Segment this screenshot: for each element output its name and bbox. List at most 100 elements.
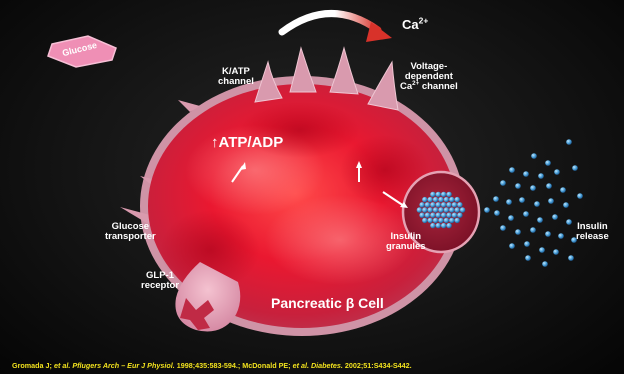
insulin-granule bbox=[545, 231, 551, 237]
insulin-granule bbox=[457, 202, 462, 207]
insulin-granule bbox=[422, 218, 427, 223]
insulin-granule bbox=[530, 185, 536, 191]
insulin-granule bbox=[484, 207, 490, 213]
insulin-release-cluster bbox=[484, 139, 583, 267]
citation: Gromada J; et al. Pflugers Arch – Eur J … bbox=[12, 361, 412, 370]
insulin-granule bbox=[545, 160, 551, 166]
insulin-granule bbox=[572, 165, 578, 171]
insulin-granule bbox=[449, 207, 454, 212]
insulin-granule bbox=[457, 213, 462, 218]
insulin-granule bbox=[523, 171, 529, 177]
release-line2: release bbox=[576, 232, 609, 242]
calcium-text: Ca bbox=[402, 17, 419, 32]
insulin-granule bbox=[428, 207, 433, 212]
insulin-granule bbox=[446, 192, 451, 197]
insulin-granule bbox=[515, 229, 521, 235]
insulin-granules-label: Insulin granules bbox=[386, 232, 426, 252]
cell-label: Pancreatic β Cell bbox=[271, 296, 384, 311]
insulin-granule bbox=[493, 196, 499, 202]
insulin-granule bbox=[552, 214, 558, 220]
glp1-receptor-label: GLP-1 receptor bbox=[141, 271, 179, 291]
insulin-granule bbox=[444, 207, 449, 212]
insulin-granule bbox=[436, 213, 441, 218]
insulin-granule bbox=[430, 192, 435, 197]
insulin-granule bbox=[494, 210, 500, 216]
insulin-granule bbox=[430, 213, 435, 218]
insulin-release-label: Insulin release bbox=[576, 222, 609, 242]
voltage-ca: Ca bbox=[400, 81, 412, 92]
katp-line2: channel bbox=[218, 77, 254, 87]
insulin-granule bbox=[438, 218, 443, 223]
insulin-granule bbox=[455, 197, 460, 202]
insulin-granule bbox=[568, 255, 574, 261]
insulin-granule bbox=[430, 223, 435, 228]
insulin-granule bbox=[452, 202, 457, 207]
insulin-granule bbox=[422, 197, 427, 202]
granules-line2: granules bbox=[386, 242, 426, 252]
transporter-line2: transporter bbox=[105, 232, 156, 242]
citation-part2: et al. Pflugers Arch – Eur J Physiol. bbox=[54, 361, 175, 370]
insulin-granule bbox=[566, 219, 572, 225]
insulin-granule bbox=[446, 202, 451, 207]
insulin-granules-cluster bbox=[417, 192, 466, 229]
insulin-granule bbox=[548, 198, 554, 204]
insulin-granule bbox=[436, 192, 441, 197]
insulin-granule bbox=[524, 241, 530, 247]
insulin-granule bbox=[542, 261, 548, 267]
calcium-charge: 2+ bbox=[419, 16, 429, 26]
insulin-granule bbox=[441, 202, 446, 207]
insulin-granule bbox=[444, 197, 449, 202]
insulin-granule bbox=[446, 223, 451, 228]
insulin-granule bbox=[433, 207, 438, 212]
insulin-granule bbox=[553, 249, 559, 255]
insulin-granule bbox=[436, 202, 441, 207]
glp1-line2: receptor bbox=[141, 281, 179, 291]
insulin-granule bbox=[446, 213, 451, 218]
insulin-granule bbox=[425, 202, 430, 207]
insulin-granule bbox=[449, 197, 454, 202]
insulin-granule bbox=[438, 197, 443, 202]
glucose-transporter-label: Glucose transporter bbox=[105, 222, 156, 242]
insulin-granule bbox=[460, 207, 465, 212]
insulin-granule bbox=[441, 192, 446, 197]
insulin-granule bbox=[525, 255, 531, 261]
insulin-granule bbox=[433, 197, 438, 202]
insulin-granule bbox=[577, 193, 583, 199]
insulin-granule bbox=[563, 202, 569, 208]
insulin-granule bbox=[530, 227, 536, 233]
insulin-granule bbox=[506, 199, 512, 205]
insulin-granule bbox=[539, 247, 545, 253]
calcium-label: Ca2+ bbox=[402, 18, 428, 32]
citation-part4: et al. Diabetes. bbox=[293, 361, 343, 370]
insulin-granule bbox=[452, 213, 457, 218]
insulin-granule bbox=[519, 197, 525, 203]
insulin-granule bbox=[428, 218, 433, 223]
insulin-granule bbox=[425, 213, 430, 218]
atp-adp-label: ↑ATP/ADP bbox=[211, 135, 283, 151]
insulin-granule bbox=[441, 213, 446, 218]
insulin-granule bbox=[419, 213, 424, 218]
insulin-granule bbox=[554, 169, 560, 175]
insulin-granule bbox=[537, 217, 543, 223]
insulin-granule bbox=[508, 215, 514, 221]
insulin-granule bbox=[534, 201, 540, 207]
insulin-granule bbox=[560, 187, 566, 193]
insulin-granule bbox=[436, 223, 441, 228]
citation-part3: 1998;435:583-594.; McDonald PE; bbox=[175, 361, 293, 370]
insulin-granule bbox=[430, 202, 435, 207]
katp-channel-label: K/ATP channel bbox=[218, 67, 254, 87]
insulin-granule bbox=[438, 207, 443, 212]
insulin-granule bbox=[449, 218, 454, 223]
insulin-granule bbox=[455, 207, 460, 212]
insulin-granule bbox=[558, 233, 564, 239]
citation-part1: Gromada J; bbox=[12, 361, 54, 370]
insulin-granule bbox=[509, 243, 515, 249]
calcium-channel-label: Voltage- dependent Ca2+ channel bbox=[400, 62, 458, 92]
insulin-granule bbox=[428, 197, 433, 202]
insulin-granule bbox=[531, 153, 537, 159]
calcium-influx-arrow bbox=[282, 13, 392, 42]
insulin-granule bbox=[566, 139, 572, 145]
insulin-granule bbox=[546, 183, 552, 189]
